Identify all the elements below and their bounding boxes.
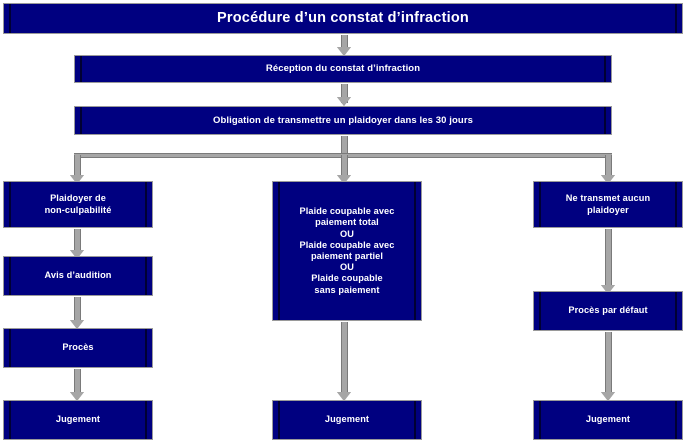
connector-branch-right xyxy=(605,155,612,179)
node-left-plaidoyer-non-culpabilite-label: Plaidoyer de non-culpabilité xyxy=(44,193,112,215)
connector-left-2-to-3 xyxy=(74,297,81,324)
node-right-jugement: Jugement xyxy=(533,400,683,440)
node-obligation: Obligation de transmettre un plaidoyer d… xyxy=(74,106,612,135)
node-right-proces-par-defaut-label: Procès par défaut xyxy=(568,305,648,316)
connector-left-1-to-2 xyxy=(74,229,81,254)
arrowhead-title-to-reception xyxy=(337,47,351,56)
connector-right-1-to-2 xyxy=(605,229,612,289)
arrowhead-branch-center xyxy=(337,175,351,184)
connector-branch-center xyxy=(341,155,348,179)
arrowhead-left-3-to-4 xyxy=(70,392,84,401)
node-reception: Réception du constat d’infraction xyxy=(74,55,612,83)
node-left-avis-audition-label: Avis d’audition xyxy=(44,270,112,281)
arrowhead-right-2-to-3 xyxy=(601,392,615,401)
node-center-jugement-label: Jugement xyxy=(324,414,370,425)
connector-branch-left xyxy=(74,155,81,179)
node-title: Procédure d’un constat d’infraction xyxy=(3,3,683,34)
node-center-plaide-coupable: Plaide coupable avec paiement total OU P… xyxy=(272,181,422,321)
connector-left-3-to-4 xyxy=(74,369,81,396)
connector-right-2-to-3 xyxy=(605,332,612,396)
node-left-plaidoyer-non-culpabilite: Plaidoyer de non-culpabilité xyxy=(3,181,153,228)
connector-reception-to-obligation xyxy=(341,84,348,103)
arrowhead-branch-left xyxy=(70,175,84,184)
node-obligation-label: Obligation de transmettre un plaidoyer d… xyxy=(212,114,474,126)
connector-center-1-to-2 xyxy=(341,322,348,396)
node-right-ne-transmet-aucun-plaidoyer: Ne transmet aucun plaidoyer xyxy=(533,181,683,228)
node-left-proces-label: Procès xyxy=(62,342,94,353)
arrowhead-left-1-to-2 xyxy=(70,250,84,259)
arrowhead-left-2-to-3 xyxy=(70,320,84,329)
node-right-ne-transmet-aucun-plaidoyer-label: Ne transmet aucun plaidoyer xyxy=(565,193,651,215)
connector-obligation-stem xyxy=(341,136,348,157)
node-left-proces: Procès xyxy=(3,328,153,368)
arrowhead-right-1-to-2 xyxy=(601,285,615,294)
arrowhead-branch-right xyxy=(601,175,615,184)
connector-title-to-reception xyxy=(341,35,348,51)
arrowhead-reception-to-obligation xyxy=(337,97,351,106)
node-reception-label: Réception du constat d’infraction xyxy=(265,63,421,75)
node-left-avis-audition: Avis d’audition xyxy=(3,256,153,296)
node-center-jugement: Jugement xyxy=(272,400,422,440)
node-right-proces-par-defaut: Procès par défaut xyxy=(533,291,683,331)
node-center-plaide-coupable-label: Plaide coupable avec paiement total OU P… xyxy=(299,206,395,295)
node-right-jugement-label: Jugement xyxy=(585,414,631,425)
node-title-label: Procédure d’un constat d’infraction xyxy=(217,9,469,26)
arrowhead-center-1-to-2 xyxy=(337,392,351,401)
node-left-jugement-label: Jugement xyxy=(55,414,101,425)
node-left-jugement: Jugement xyxy=(3,400,153,440)
